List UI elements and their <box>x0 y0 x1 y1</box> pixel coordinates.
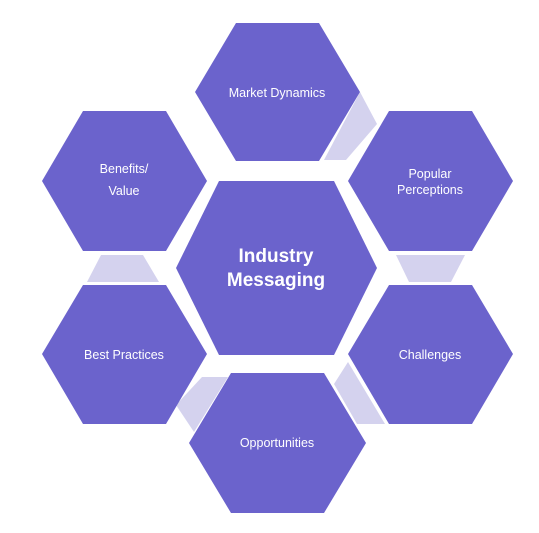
connector-best-benefits <box>87 255 159 282</box>
hexagon-market-dynamics <box>195 23 360 161</box>
label-challenges: Challenges <box>399 348 462 362</box>
connector-market-popular <box>324 92 377 160</box>
label-industry-messaging-line2: Messaging <box>227 270 325 291</box>
hexagon-best-practices <box>42 285 207 424</box>
label-benefits-value-line1: Benefits/ <box>100 162 149 176</box>
hexagon-popular-perceptions <box>348 111 513 251</box>
connector-challenges-opportunities <box>334 362 385 424</box>
label-popular-perceptions-line1: Popular <box>408 167 451 181</box>
hexagon-industry-messaging <box>176 181 377 355</box>
hexagon-challenges <box>348 285 513 424</box>
connector-popular-challenges <box>396 255 465 282</box>
label-best-practices: Best Practices <box>84 348 164 362</box>
hexagon-benefits-value <box>42 111 207 251</box>
connector-opportunities-best <box>176 377 228 432</box>
label-market-dynamics: Market Dynamics <box>229 86 326 100</box>
hexagon-opportunities <box>189 373 366 513</box>
label-industry-messaging-line1: Industry <box>239 246 314 267</box>
label-benefits-value-line2: Value <box>108 184 139 198</box>
label-opportunities: Opportunities <box>240 436 314 450</box>
label-popular-perceptions-line2: Perceptions <box>397 183 463 197</box>
